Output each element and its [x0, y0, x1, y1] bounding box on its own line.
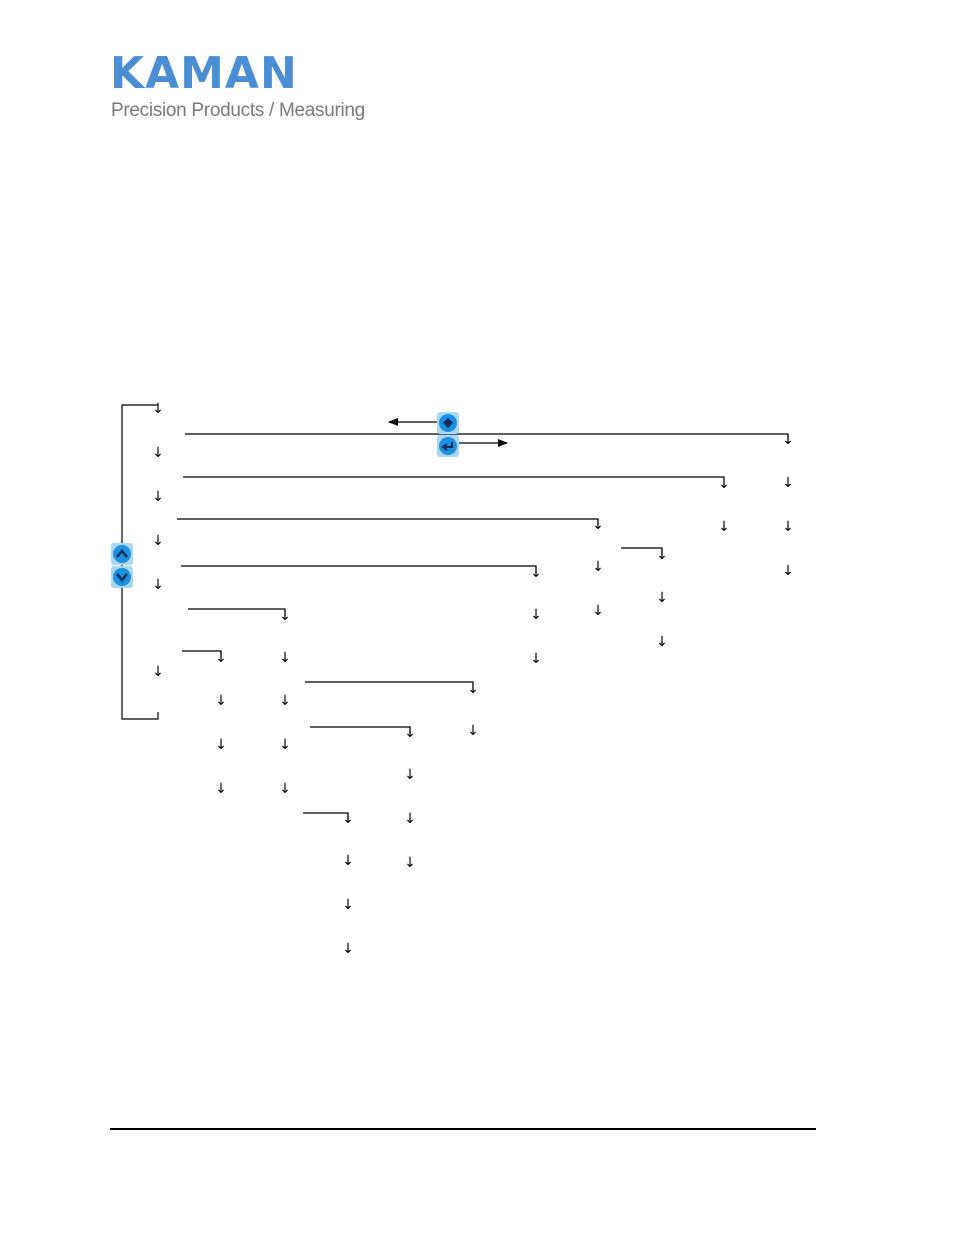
- menu-loop-bracket: [121, 404, 159, 720]
- down-arrow-icon: ↓: [342, 897, 354, 913]
- down-arrow-icon: ↓: [718, 519, 730, 535]
- branch-line-3: [177, 518, 599, 525]
- chevron-up-icon: [116, 549, 128, 558]
- branch-line-1: [185, 433, 789, 440]
- return-arrow-icon: [441, 442, 453, 451]
- down-arrow-icon: ↓: [404, 855, 416, 871]
- down-arrow-icon: ↓: [152, 445, 164, 461]
- down-arrow-icon: ↓: [215, 781, 227, 797]
- kaman-logo: KAMAN Precision Products / Measuring: [110, 52, 410, 132]
- down-arrow-icon: ↓: [342, 853, 354, 869]
- down-arrow-icon: ↓: [279, 781, 291, 797]
- diamond-icon: [443, 418, 453, 428]
- logo-wordmark: KAMAN: [110, 48, 298, 99]
- down-arrow-icon: ↓: [656, 634, 668, 650]
- down-arrow-icon: ↓: [342, 941, 354, 957]
- down-button: [111, 566, 133, 588]
- branch-line-6: [188, 608, 286, 616]
- down-arrow-icon: ↓: [152, 577, 164, 593]
- down-arrow-icon: ↓: [592, 603, 604, 619]
- down-arrow-icon: ↓: [656, 590, 668, 606]
- down-arrow-icon: ↓: [404, 811, 416, 827]
- branch-line-8: [305, 681, 474, 689]
- down-arrow-icon: ↓: [279, 693, 291, 709]
- branch-line-2: [183, 476, 725, 484]
- down-arrow-icon: ↓: [467, 723, 479, 739]
- down-arrow-icon: ↓: [404, 767, 416, 783]
- down-arrow-icon: ↓: [279, 650, 291, 666]
- down-arrow-icon: ↓: [215, 737, 227, 753]
- down-arrow-icon: ↓: [152, 401, 164, 417]
- down-arrow-icon: ↓: [152, 489, 164, 505]
- down-arrow-icon: ↓: [782, 475, 794, 491]
- branch-line-4: [621, 547, 663, 555]
- up-button: [111, 543, 133, 565]
- branch-line-9: [310, 726, 411, 734]
- enter-button: [437, 412, 459, 434]
- back-button: [437, 435, 459, 457]
- logo-division: Precision Products / Measuring: [111, 100, 365, 121]
- down-arrow-icon: ↓: [530, 607, 542, 623]
- chevron-down-icon: [116, 573, 128, 582]
- down-arrow-icon: ↓: [152, 533, 164, 549]
- branch-line-10: [303, 812, 349, 820]
- down-arrow-icon: ↓: [592, 559, 604, 575]
- down-arrow-icon: ↓: [152, 664, 164, 680]
- branch-line-5: [181, 565, 537, 573]
- footer-rule: [110, 1128, 816, 1130]
- down-arrow-icon: ↓: [530, 651, 542, 667]
- branch-line-7: [182, 650, 222, 658]
- down-arrow-icon: ↓: [782, 519, 794, 535]
- down-arrow-icon: ↓: [782, 563, 794, 579]
- down-arrow-icon: ↓: [279, 737, 291, 753]
- branch-lines: [177, 418, 789, 820]
- down-arrow-icon: ↓: [215, 693, 227, 709]
